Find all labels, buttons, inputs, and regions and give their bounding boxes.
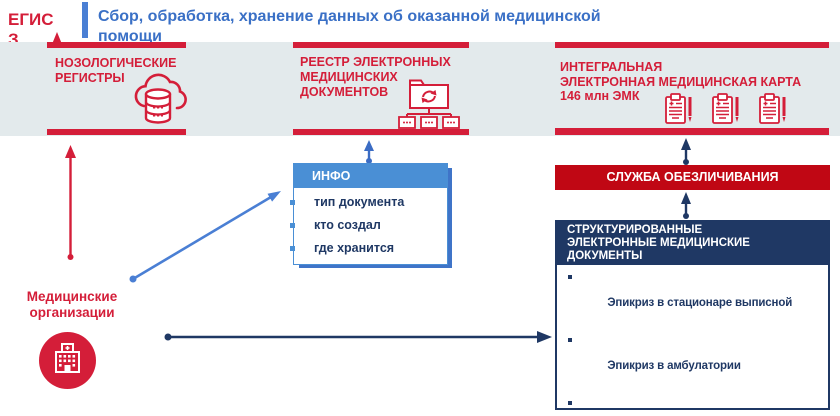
bullet-icon bbox=[568, 275, 572, 279]
structured-docs-header: СТРУКТУРИРОВАННЫЕ ЭЛЕКТРОННЫЕ МЕДИЦИНСКИ… bbox=[557, 222, 828, 265]
nosology-label: НОЗОЛОГИЧЕСКИЕ РЕГИСТРЫ bbox=[55, 56, 177, 85]
anon-to-iemk-arrow bbox=[681, 138, 691, 165]
info-box-item: где хранится bbox=[290, 237, 447, 260]
structured-doc-item: Эпикриз в амбулатории bbox=[557, 334, 824, 386]
registry-bottom-bar bbox=[293, 129, 469, 135]
folder-sync-network-icon bbox=[398, 79, 460, 129]
cloud-database-icon bbox=[134, 73, 187, 124]
title-accent-bar bbox=[82, 2, 88, 38]
anonymization-service-box: СЛУЖБА ОБЕЗЛИЧИВАНИЯ bbox=[555, 165, 830, 190]
nosology-top-bar bbox=[47, 42, 186, 48]
structured-to-anon-arrow bbox=[681, 192, 691, 219]
bullet-icon bbox=[568, 401, 572, 405]
info-to-registry-arrow bbox=[364, 140, 374, 164]
structured-doc-item-label: Эпикриз в амбулатории bbox=[607, 360, 741, 372]
bullet-icon bbox=[290, 223, 295, 228]
info-box-header: ИНФО bbox=[294, 164, 447, 188]
info-box-item-label: тип документа bbox=[314, 195, 405, 210]
iemk-bottom-bar bbox=[555, 128, 829, 135]
bullet-icon bbox=[568, 338, 572, 342]
medorg-to-structured-arrow bbox=[164, 331, 552, 343]
bullet-icon bbox=[290, 246, 295, 251]
medorg-to-info-arrow bbox=[129, 191, 281, 283]
info-box-item-label: кто создал bbox=[314, 218, 381, 233]
nosology-bottom-bar bbox=[47, 129, 186, 135]
info-box-item: кто создал bbox=[290, 214, 447, 237]
egisz-label: ЕГИС З bbox=[8, 10, 54, 49]
medorg-to-nosology-arrow bbox=[65, 145, 76, 260]
page-title: Сбор, обработка, хранение данных об оказ… bbox=[98, 8, 601, 45]
structured-docs-list: Эпикриз в стационаре выписной Эпикриз в … bbox=[557, 265, 828, 416]
clipboard-pencil-icon bbox=[665, 93, 692, 124]
registry-label: РЕЕСТР ЭЛЕКТРОННЫХ МЕДИЦИНСКИХ ДОКУМЕНТО… bbox=[300, 55, 451, 99]
info-box-item-label: где хранится bbox=[314, 241, 395, 256]
structured-docs-box: СТРУКТУРИРОВАННЫЕ ЭЛЕКТРОННЫЕ МЕДИЦИНСКИ… bbox=[555, 220, 830, 410]
structured-doc-item: Направление на консультацию, обследовани… bbox=[557, 397, 824, 416]
iemk-label: ИНТЕГРАЛЬНАЯ ЭЛЕКТРОННАЯ МЕДИЦИНСКАЯ КАР… bbox=[560, 60, 802, 89]
clipboard-pencil-icon bbox=[712, 93, 739, 124]
med-org-label: Медицинские организации bbox=[26, 289, 118, 320]
info-box: ИНФО тип документа кто создал где хранит… bbox=[290, 163, 448, 265]
structured-doc-item-label: Эпикриз в стационаре выписной bbox=[607, 297, 793, 309]
registry-top-bar bbox=[293, 42, 469, 48]
info-box-item: тип документа bbox=[290, 191, 447, 214]
bullet-icon bbox=[290, 200, 295, 205]
iemk-count: 146 млн ЭМК bbox=[560, 89, 640, 103]
hospital-icon bbox=[39, 332, 96, 389]
clipboard-pencil-icon bbox=[759, 93, 786, 124]
iemk-top-bar bbox=[555, 42, 829, 48]
structured-doc-item: Эпикриз в стационаре выписной bbox=[557, 271, 824, 323]
info-box-list: тип документа кто создал где хранится bbox=[290, 188, 447, 264]
